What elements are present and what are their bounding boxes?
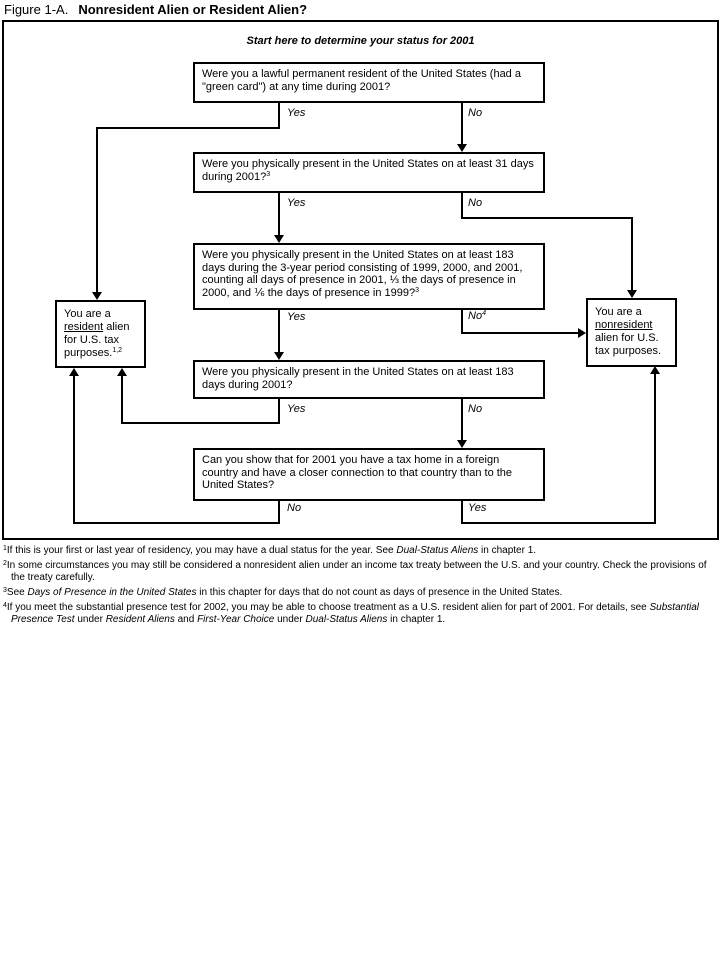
connector-line: [631, 217, 633, 292]
connector-line: [73, 522, 280, 524]
branch-label-no: No4: [468, 310, 486, 322]
branch-label-no: No: [468, 403, 483, 415]
result-keyword: nonresident: [595, 319, 653, 331]
footnotes: 1If this is your first or last year of r…: [3, 545, 719, 629]
connector-line: [278, 399, 280, 424]
footnote-marker: 3: [3, 587, 7, 594]
result-box-nonresident: You are a nonresident alien for U.S. tax…: [586, 298, 677, 367]
arrow-down-icon: [457, 440, 467, 448]
footnote-ref: 4: [482, 310, 486, 317]
question-box-tax-home: Can you show that for 2001 you have a ta…: [193, 448, 545, 501]
question-text: Were you physically present in the Unite…: [202, 158, 534, 183]
result-keyword: resident: [64, 321, 104, 333]
question-box-183-days-2001: Were you physically present in the Unite…: [193, 360, 545, 399]
arrow-down-icon: [457, 144, 467, 152]
connector-line: [461, 310, 463, 334]
arrow-up-icon: [69, 368, 79, 376]
start-instruction: Start here to determine your status for …: [246, 35, 475, 47]
figure-title: Figure 1-A. Nonresident Alien or Resident…: [4, 2, 307, 17]
footnote-2: 2In some circumstances you may still be …: [3, 560, 707, 583]
branch-label-no: No: [287, 502, 302, 514]
connector-line: [461, 103, 463, 146]
branch-label-yes: Yes: [287, 107, 306, 119]
result-text: alien for U.S. tax purposes.: [595, 332, 662, 357]
question-text: Were you physically present in the Unite…: [202, 366, 514, 391]
connector-line: [73, 375, 75, 524]
branch-label-no: No: [468, 197, 483, 209]
connector-line: [461, 332, 580, 334]
arrow-up-icon: [650, 366, 660, 374]
connector-line: [278, 103, 280, 129]
arrow-up-icon: [117, 368, 127, 376]
figure-heading: Nonresident Alien or Resident Alien?: [78, 2, 308, 17]
arrow-down-icon: [627, 290, 637, 298]
connector-line: [278, 501, 280, 524]
connector-line: [96, 127, 98, 294]
footnote-marker: 2: [3, 560, 7, 567]
connector-line: [121, 375, 123, 424]
footnote-1: 1If this is your first or last year of r…: [3, 545, 537, 556]
connector-line: [461, 193, 463, 219]
footnote-marker: 4: [3, 602, 7, 609]
arrow-right-icon: [578, 328, 586, 338]
connector-line: [96, 127, 280, 129]
branch-label-yes: Yes: [287, 311, 306, 323]
connector-line: [121, 422, 280, 424]
footnote-4: 4If you meet the substantial presence te…: [3, 602, 699, 625]
footnote-marker: 1: [3, 545, 7, 552]
connector-line: [461, 522, 656, 524]
connector-line: [278, 310, 280, 354]
connector-line: [461, 217, 633, 219]
connector-line: [654, 374, 656, 524]
footnote-ref: 3: [415, 286, 419, 294]
result-text: You are a: [595, 306, 642, 318]
question-text: Were you a lawful permanent resident of …: [202, 68, 521, 93]
footnote-3: 3See Days of Presence in the United Stat…: [3, 587, 563, 598]
question-box-green-card: Were you a lawful permanent resident of …: [193, 62, 545, 103]
result-text: alien for U.S. tax purposes.: [64, 321, 130, 359]
arrow-down-icon: [274, 235, 284, 243]
result-box-resident: You are a resident alien for U.S. tax pu…: [55, 300, 146, 368]
connector-line: [461, 501, 463, 524]
arrow-down-icon: [274, 352, 284, 360]
question-box-183-days-3-year: Were you physically present in the Unite…: [193, 243, 545, 310]
question-box-31-days: Were you physically present in the Unite…: [193, 152, 545, 193]
arrow-down-icon: [92, 292, 102, 300]
question-text: Were you physically present in the Unite…: [202, 249, 523, 299]
connector-line: [278, 193, 280, 237]
branch-label-yes: Yes: [287, 197, 306, 209]
branch-label-yes: Yes: [468, 502, 487, 514]
footnote-ref: 3: [266, 170, 271, 178]
branch-label-yes: Yes: [287, 403, 306, 415]
connector-line: [461, 399, 463, 442]
figure-number: Figure 1-A.: [4, 2, 69, 17]
result-text: You are a: [64, 308, 111, 320]
question-text: Can you show that for 2001 you have a ta…: [202, 454, 513, 491]
branch-label-no: No: [468, 107, 483, 119]
footnote-ref: 1,2: [112, 347, 123, 354]
